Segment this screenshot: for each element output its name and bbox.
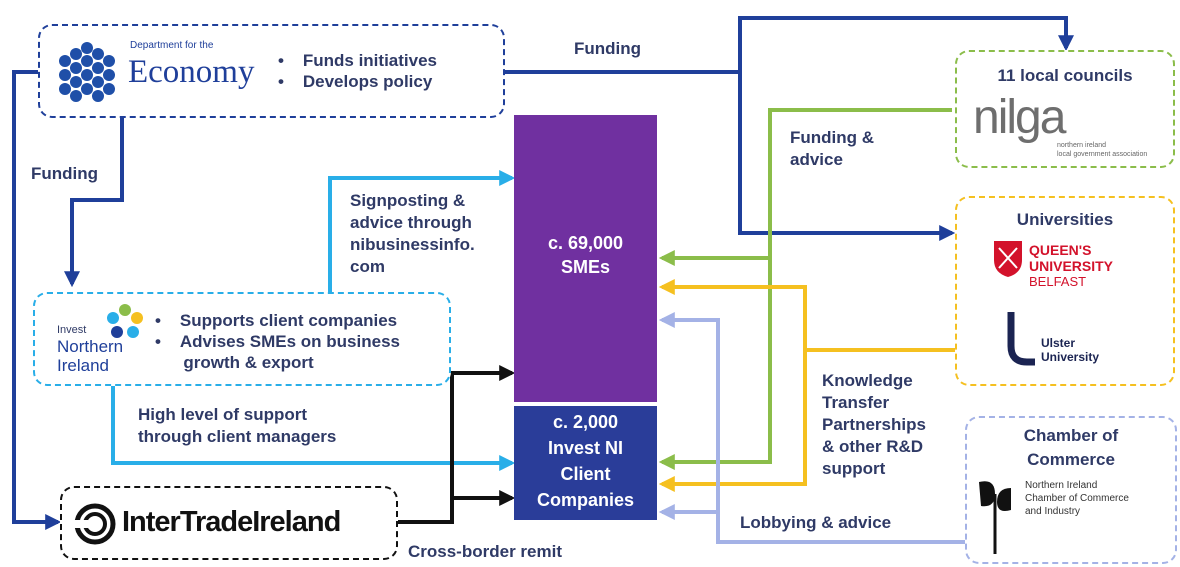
ulster-line2: University <box>1041 350 1100 364</box>
label-high-level-1: High level of support <box>138 405 308 424</box>
investni-bullet-2: • Advises SMEs on business <box>155 332 400 351</box>
chamber-logo-line1: Northern Ireland <box>1025 480 1098 491</box>
investni-logo-line2: Ireland <box>57 356 109 375</box>
chamber-title-line1: Chamber of <box>1023 426 1119 445</box>
label-ktp-4: & other R&D <box>822 437 924 456</box>
nilga-logo-sub1: northern ireland <box>1057 142 1107 149</box>
economy-logo-big: Economy <box>128 54 255 90</box>
councils-box: 11 local councils nilga northern ireland… <box>955 50 1175 168</box>
label-ktp-1: Knowledge <box>822 371 913 390</box>
arrow-economy-to-investni <box>64 118 124 288</box>
label-ktp-3: Partnerships <box>822 415 926 434</box>
economy-logo-small: Department for the <box>130 40 214 51</box>
investni-flower-logo <box>107 304 143 338</box>
label-high-level-2: through client managers <box>138 427 337 446</box>
nilga-logo-sub2: local government association <box>1057 151 1148 158</box>
label-cross-border: Cross-border remit <box>408 542 562 561</box>
smes-box: c. 69,000 SMEs <box>514 115 657 402</box>
smes-line1: c. 69,000 <box>547 233 624 253</box>
label-funding-left: Funding <box>31 164 99 183</box>
ulster-line1: Ulster <box>1041 336 1076 350</box>
chamber-title-line2: Commerce <box>1027 450 1115 469</box>
label-lobbying: Lobbying & advice <box>740 513 892 532</box>
label-funding-advice-1: Funding & <box>790 128 875 147</box>
intertrade-name: InterTradeIreland <box>122 506 341 538</box>
label-funding-advice-2: advice <box>790 150 843 169</box>
label-ktp-5: support <box>822 459 886 478</box>
arrow-universities-ktp <box>658 348 956 492</box>
ulster-logo-icon <box>1007 312 1035 366</box>
investni-logo-small: Invest <box>57 324 87 336</box>
clients-line3: Client <box>560 464 611 484</box>
queens-line3: BELFAST <box>1029 274 1087 289</box>
universities-title: Universities <box>1016 210 1114 229</box>
arrow-economy-to-councils <box>505 16 1074 74</box>
label-signposting-1: Signposting & <box>350 191 466 210</box>
economy-bullet-1: • Funds initiatives <box>278 51 437 70</box>
label-signposting-3: nibusinessinfo. <box>350 235 475 254</box>
nilga-logo: nilga <box>973 91 1066 144</box>
label-ktp-2: Transfer <box>822 393 890 412</box>
clients-box: c. 2,000 Invest NI Client Companies <box>514 406 657 520</box>
label-signposting-2: advice through <box>350 213 472 232</box>
label-funding-advice: Funding & advice <box>790 127 874 171</box>
economy-box: Department for the Economy • Funds initi… <box>38 24 505 118</box>
chamber-box: Chamber of Commerce Northern Ireland Cha… <box>965 416 1177 564</box>
arrow-economy-to-intertrade <box>12 70 62 530</box>
investni-logo-line1: Northern <box>57 337 124 356</box>
label-signposting-4: com <box>350 257 385 276</box>
queens-line2: UNIVERSITY <box>1029 258 1114 274</box>
smes-line2: SMEs <box>560 257 611 277</box>
investni-bullets: • Supports client companies • Advises SM… <box>155 310 400 373</box>
arrow-investni-signposting <box>328 170 516 292</box>
intertrade-logo-icon <box>74 503 116 545</box>
clients-line4: Companies <box>536 490 635 510</box>
chamber-logo-line2: Chamber of Commerce <box>1025 493 1129 504</box>
label-ktp: Knowledge Transfer Partnerships & other … <box>822 370 926 480</box>
investni-box: Invest Northern Ireland • Supports clien… <box>33 292 451 386</box>
intertrade-box: InterTradeIreland <box>60 486 398 560</box>
economy-bullets: • Funds initiatives • Develops policy <box>278 50 437 92</box>
label-signposting: Signposting & advice through nibusinessi… <box>350 190 475 278</box>
arrow-economy-to-universities <box>738 72 956 241</box>
queens-crest-icon <box>994 241 1022 277</box>
clients-line2: Invest NI <box>547 438 624 458</box>
queens-line1: QUEEN'S <box>1029 242 1092 258</box>
investni-bullet-3: growth & export <box>183 353 314 372</box>
arrow-universities-to-smes <box>658 279 807 350</box>
clients-line1: c. 2,000 <box>552 412 619 432</box>
economy-bullet-2: • Develops policy <box>278 72 433 91</box>
arrow-intertrade-to-smes <box>398 365 516 524</box>
councils-title: 11 local councils <box>997 66 1133 85</box>
economy-hexagon-logo <box>59 42 115 102</box>
label-high-level: High level of support through client man… <box>138 404 336 448</box>
chamber-logo-line3: and Industry <box>1025 506 1081 517</box>
label-funding-top: Funding <box>574 39 642 58</box>
universities-box: Universities QUEEN'S UNIVERSITY BELFAST … <box>955 196 1175 386</box>
arrow-investni-high-level <box>111 386 516 471</box>
arrow-chamber-lobbying <box>658 312 965 544</box>
chamber-seedling-icon <box>979 481 1011 554</box>
investni-bullet-1: • Supports client companies <box>155 311 398 330</box>
